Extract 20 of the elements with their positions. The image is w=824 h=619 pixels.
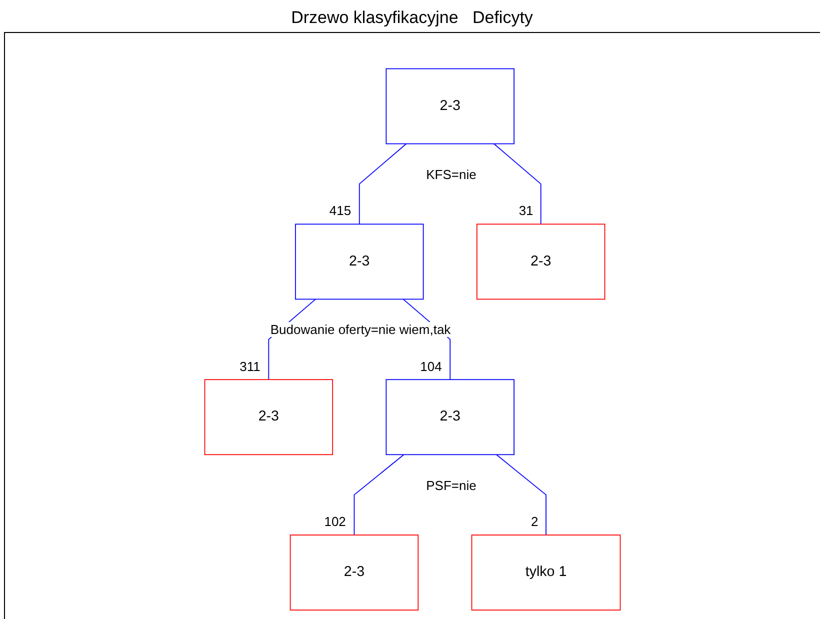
node-box: 2-3 [386,379,514,456]
node-annotation: PSF=nie [425,478,478,493]
node-box: 2-3 [386,68,514,144]
chart-title: Drzewo klasyfikacyjne Deficyty [291,8,533,28]
node-annotation: 102 [323,514,347,530]
node-box: 2-3 [290,534,419,611]
node-annotation: KFS=nie [425,166,478,182]
connector [493,143,542,225]
node-annotation: 415 [328,203,352,218]
node-annotation: 31 [518,203,534,218]
node-box: 2-3 [204,379,334,456]
connector [496,454,546,536]
node-annotation: 104 [419,358,443,374]
node-box: 2-3 [295,224,424,300]
node-annotation: Budowanie oferty=nie wiem,tak [269,322,452,338]
connector [354,454,404,536]
node-annotation: 311 [238,358,262,374]
node-box: tylko 1 [471,534,621,611]
connector [358,143,407,225]
node-box: 2-3 [476,224,606,300]
